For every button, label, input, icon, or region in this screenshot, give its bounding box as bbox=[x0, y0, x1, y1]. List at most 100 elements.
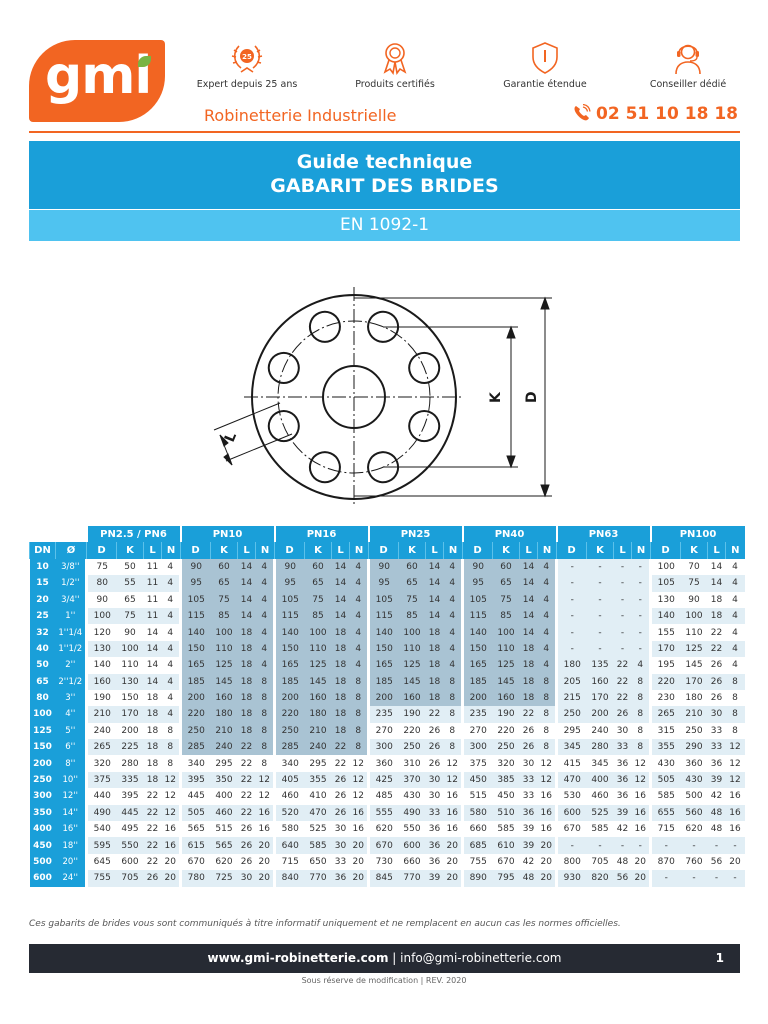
value-cell: 8 bbox=[255, 739, 275, 756]
value-cell: 20 bbox=[161, 853, 181, 871]
value-cell: - bbox=[613, 591, 632, 608]
value-cell: 460 bbox=[273, 788, 305, 805]
value-cell: 60 bbox=[398, 558, 426, 576]
value-cell: 165 bbox=[461, 657, 493, 674]
value-cell: 620 bbox=[680, 821, 708, 838]
value-cell: 160 bbox=[586, 673, 614, 690]
value-cell: 26 bbox=[237, 853, 256, 871]
value-cell: 295 bbox=[555, 722, 587, 740]
value-cell: 4 bbox=[349, 657, 369, 674]
sub-col-header-d: D bbox=[650, 542, 681, 559]
value-cell: 105 bbox=[461, 591, 493, 608]
value-cell: 18 bbox=[143, 739, 162, 756]
value-cell: 385 bbox=[492, 771, 520, 789]
value-cell: 595 bbox=[85, 837, 117, 854]
sub-col-header-d: D bbox=[462, 542, 493, 559]
value-cell: 70 bbox=[680, 558, 708, 576]
value-cell: 4 bbox=[443, 657, 463, 674]
value-cell: 345 bbox=[555, 739, 587, 756]
value-cell: 430 bbox=[680, 771, 708, 789]
value-cell: 36 bbox=[425, 821, 444, 838]
value-cell: 295 bbox=[304, 755, 332, 772]
logo-text: gmi bbox=[45, 46, 152, 106]
inch-size-cell: 16'' bbox=[55, 821, 87, 838]
value-cell: 4 bbox=[255, 591, 275, 608]
value-cell: 18 bbox=[519, 689, 538, 707]
value-cell: 110 bbox=[304, 640, 332, 658]
gmi-logo[interactable]: gmi bbox=[29, 40, 165, 122]
value-cell: 18 bbox=[707, 591, 726, 608]
value-cell: 90 bbox=[179, 558, 211, 576]
value-cell: 770 bbox=[398, 870, 426, 887]
value-cell: 22 bbox=[237, 804, 256, 822]
value-cell: 14 bbox=[331, 558, 350, 576]
value-cell: 655 bbox=[649, 804, 681, 822]
value-cell: 12 bbox=[537, 771, 557, 789]
value-cell: 130 bbox=[85, 640, 117, 658]
value-cell: 16 bbox=[537, 788, 557, 805]
value-cell: 515 bbox=[461, 788, 493, 805]
value-cell: 755 bbox=[85, 870, 117, 887]
inch-size-cell: 1/2'' bbox=[55, 575, 87, 592]
dn-cell: 15 bbox=[29, 575, 56, 592]
sub-col-header-l: L bbox=[143, 542, 162, 559]
value-cell: 685 bbox=[461, 837, 493, 854]
value-cell: 425 bbox=[367, 771, 399, 789]
dn-cell: 400 bbox=[29, 821, 56, 838]
value-cell: 8 bbox=[537, 673, 557, 690]
value-cell: 4 bbox=[255, 640, 275, 658]
value-cell: 26 bbox=[707, 689, 726, 707]
feature-certified: Produits certifiés bbox=[335, 40, 455, 90]
value-cell: 4 bbox=[161, 706, 181, 723]
value-cell: - bbox=[725, 870, 745, 887]
value-cell: 18 bbox=[425, 624, 444, 641]
sub-col-header-k: K bbox=[398, 542, 426, 559]
value-cell: 100 bbox=[85, 607, 117, 625]
value-cell: 16 bbox=[725, 821, 745, 838]
value-cell: - bbox=[631, 640, 651, 658]
value-cell: 280 bbox=[116, 755, 144, 772]
value-cell: 85 bbox=[210, 607, 238, 625]
value-cell: 33 bbox=[425, 804, 444, 822]
value-cell: - bbox=[586, 640, 614, 658]
value-cell: 22 bbox=[613, 673, 632, 690]
value-cell: 26 bbox=[613, 706, 632, 723]
value-cell: 18 bbox=[425, 689, 444, 707]
value-cell: 100 bbox=[492, 624, 520, 641]
value-cell: 105 bbox=[273, 591, 305, 608]
value-cell: 200 bbox=[179, 689, 211, 707]
value-cell: 12 bbox=[631, 755, 651, 772]
value-cell: 14 bbox=[519, 591, 538, 608]
value-cell: 4 bbox=[349, 591, 369, 608]
value-cell: 160 bbox=[398, 689, 426, 707]
phone-link[interactable]: 02 51 10 18 18 bbox=[572, 103, 738, 124]
value-cell: 190 bbox=[398, 706, 426, 723]
value-cell: 290 bbox=[680, 739, 708, 756]
email-link[interactable]: info@gmi-robinetterie.com bbox=[400, 951, 562, 965]
value-cell: 670 bbox=[179, 853, 211, 871]
sub-col-header-d: D bbox=[86, 542, 117, 559]
value-cell: 335 bbox=[116, 771, 144, 789]
inch-size-cell: 20'' bbox=[55, 853, 87, 871]
value-cell: 18 bbox=[237, 640, 256, 658]
website-link[interactable]: www.gmi-robinetterie.com bbox=[207, 951, 389, 965]
value-cell: - bbox=[680, 837, 708, 854]
value-cell: 26 bbox=[707, 673, 726, 690]
value-cell: 42 bbox=[613, 821, 632, 838]
value-cell: 20 bbox=[255, 853, 275, 871]
value-cell: 250 bbox=[179, 722, 211, 740]
value-cell: 65 bbox=[304, 575, 332, 592]
value-cell: 22 bbox=[237, 739, 256, 756]
value-cell: 550 bbox=[116, 837, 144, 854]
inch-size-cell: 18'' bbox=[55, 837, 87, 854]
value-cell: 4 bbox=[725, 657, 745, 674]
award-ribbon-icon bbox=[383, 43, 407, 75]
value-cell: 26 bbox=[331, 788, 350, 805]
value-cell: 4 bbox=[725, 640, 745, 658]
value-cell: 14 bbox=[707, 558, 726, 576]
pn-group-header: PN25 bbox=[367, 526, 463, 543]
value-cell: 110 bbox=[680, 624, 708, 641]
value-cell: 270 bbox=[367, 722, 399, 740]
value-cell: - bbox=[586, 624, 614, 641]
